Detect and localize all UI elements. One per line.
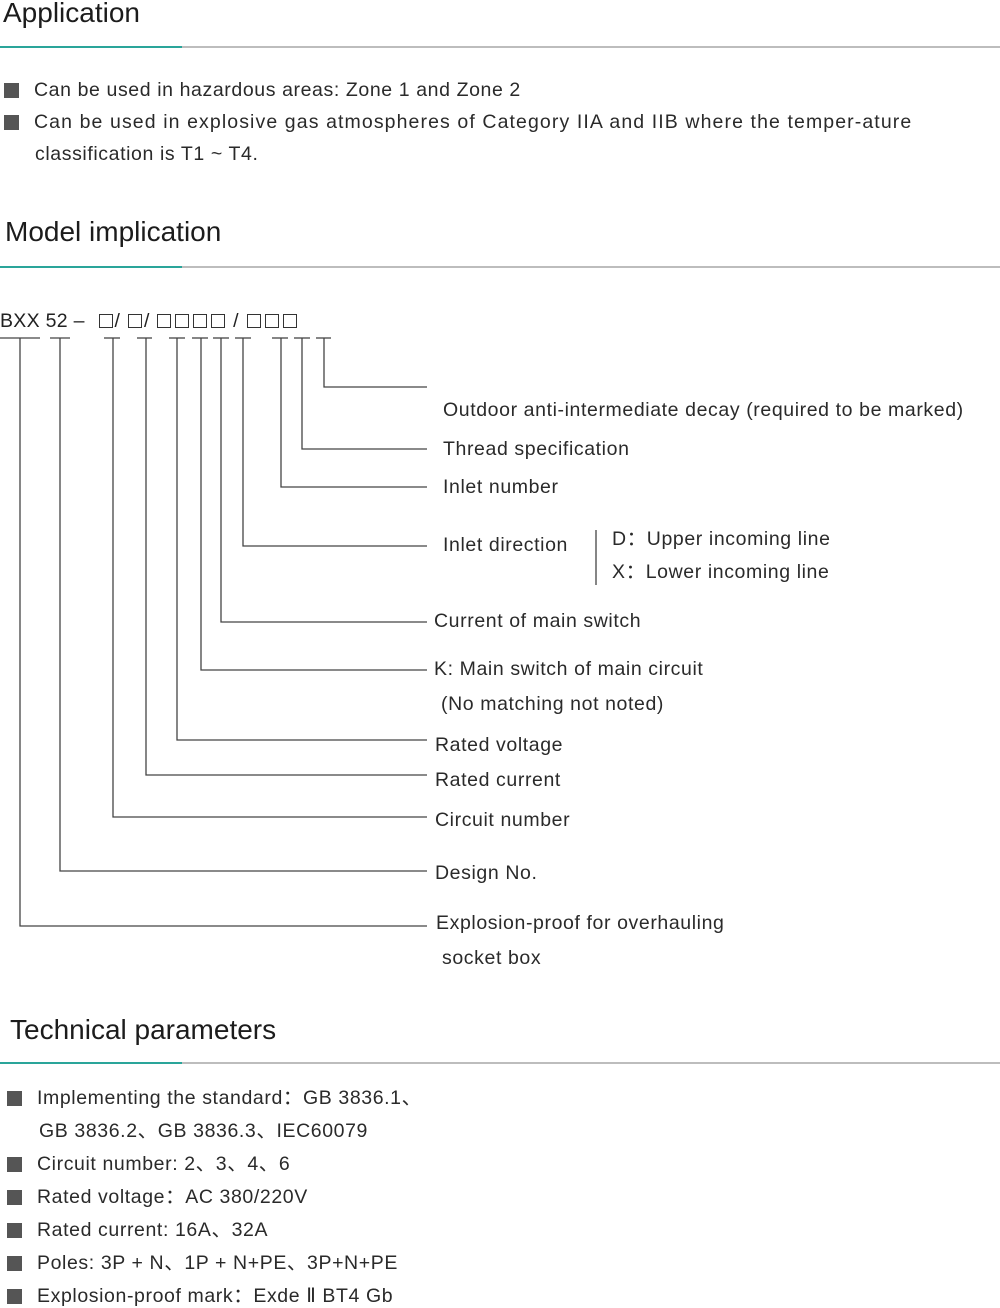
placeholder-box xyxy=(211,314,226,328)
technical-divider xyxy=(0,1062,1000,1064)
placeholder-box xyxy=(157,314,172,328)
application-divider xyxy=(0,46,1000,48)
application-item-zones: Can be used in hazardous areas: Zone 1 a… xyxy=(34,79,521,101)
placeholder-box xyxy=(282,314,297,328)
square-bullet-icon xyxy=(7,1091,22,1106)
placeholder-box xyxy=(98,314,113,328)
label-rated-voltage: Rated voltage xyxy=(435,734,564,756)
label-rated-current: Rated current xyxy=(435,769,561,791)
label-inlet-direction: Inlet direction xyxy=(443,534,568,556)
label-direction-d: D：Upper incoming line xyxy=(612,528,831,550)
square-bullet-icon xyxy=(7,1256,22,1271)
technical-heading: Technical parameters xyxy=(10,1014,277,1045)
label-thread: Thread specification xyxy=(443,438,630,460)
square-bullet-icon xyxy=(7,1289,22,1304)
tech-explosion-mark: Explosion-proof mark：Exde Ⅱ BT4 Gb xyxy=(37,1285,394,1307)
placeholder-box xyxy=(264,314,279,328)
square-bullet-icon xyxy=(4,115,19,130)
label-explosion-1: Explosion-proof for overhauling xyxy=(436,912,725,934)
application-item-gas: Can be used in explosive gas atmospheres… xyxy=(34,111,913,133)
model-heading: Model implication xyxy=(5,216,222,247)
application-item-gas-cont: classification is T1 ~ T4. xyxy=(35,143,259,165)
label-outdoor: Outdoor anti-intermediate decay (require… xyxy=(443,399,964,421)
label-design-no: Design No. xyxy=(435,862,538,884)
separator: / xyxy=(143,310,150,332)
model-code: BXX 52 – / / / xyxy=(0,310,299,332)
placeholder-box xyxy=(193,314,208,328)
tech-rated-current: Rated current: 16A、32A xyxy=(37,1219,269,1241)
tech-circuit-number: Circuit number: 2、3、4、6 xyxy=(37,1153,291,1175)
label-k-main: K: Main switch of main circuit xyxy=(434,658,704,680)
accent-bar xyxy=(0,266,182,268)
square-bullet-icon xyxy=(7,1190,22,1205)
application-heading: Application xyxy=(3,0,140,28)
placeholder-box xyxy=(246,314,261,328)
model-leader-lines xyxy=(0,337,597,927)
tech-rated-voltage: Rated voltage：AC 380/220V xyxy=(37,1186,308,1208)
label-k-note: (No matching not noted) xyxy=(441,693,664,715)
label-circuit-number: Circuit number xyxy=(435,809,571,831)
label-explosion-2: socket box xyxy=(442,947,542,969)
label-inlet-number: Inlet number xyxy=(443,476,559,498)
label-current-main: Current of main switch xyxy=(434,610,642,632)
tech-standard-cont: GB 3836.2、GB 3836.3、IEC60079 xyxy=(39,1120,368,1142)
placeholder-box xyxy=(127,314,142,328)
square-bullet-icon xyxy=(7,1157,22,1172)
tech-poles: Poles: 3P + N、1P + N+PE、3P+N+PE xyxy=(37,1252,398,1274)
model-divider xyxy=(0,266,1000,268)
separator: / xyxy=(233,310,239,332)
separator: / xyxy=(114,310,121,332)
accent-bar xyxy=(0,1062,182,1064)
square-bullet-icon xyxy=(4,83,19,98)
model-code-prefix: BXX 52 – xyxy=(0,310,85,332)
placeholder-box xyxy=(175,314,190,328)
tech-standard: Implementing the standard：GB 3836.1、 xyxy=(37,1087,422,1109)
square-bullet-icon xyxy=(7,1223,22,1238)
label-direction-x: X：Lower incoming line xyxy=(612,561,830,583)
accent-bar xyxy=(0,46,182,48)
